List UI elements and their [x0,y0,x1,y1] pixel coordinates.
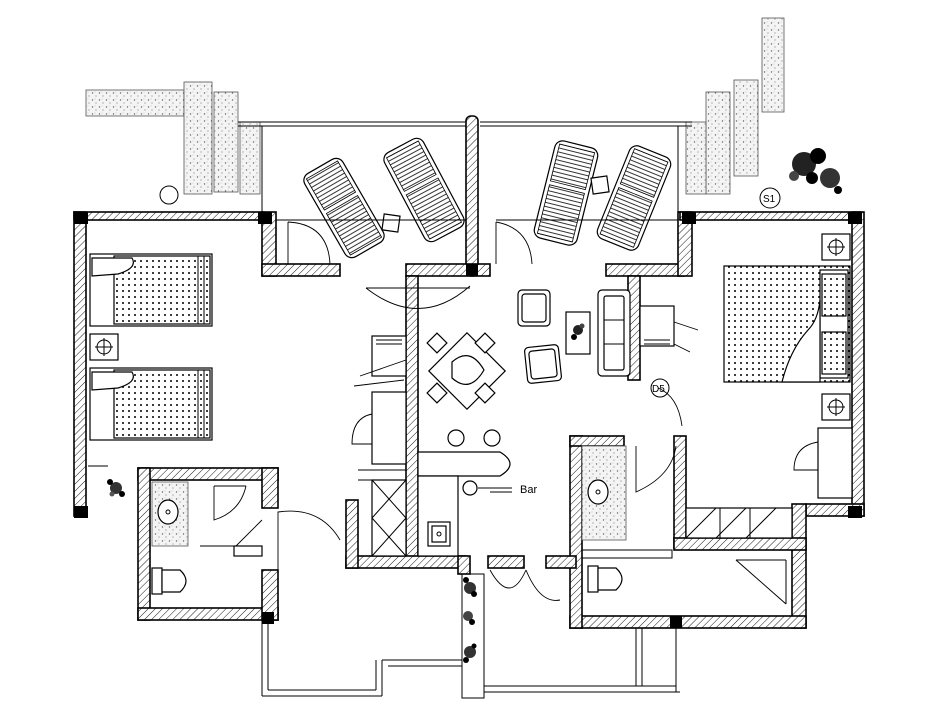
nightstand-lamp [89,333,119,361]
sun-lounger [596,145,672,251]
armchair [517,289,551,327]
site-tag-label: S1 [763,194,776,205]
kitchen-counter [371,479,407,557]
door-tag-label: D5 [652,384,665,395]
armchair [524,344,562,384]
sofa [597,289,631,377]
sun-lounger [533,140,599,246]
toilet [587,565,623,593]
desk [793,427,853,499]
exterior-walls [73,211,865,629]
side-table [590,175,610,195]
bed [723,265,851,383]
sun-lounger [303,157,385,259]
site-tag-marker [759,187,781,209]
bed [89,367,213,441]
bed [89,253,213,327]
coffee-table [565,311,591,355]
door-tag-marker [650,378,670,398]
garden-paving-stones [85,17,785,205]
potted-plant [463,577,477,663]
shower-tray [685,507,793,539]
wardrobe [639,305,699,353]
nightstand-lamp [821,393,851,421]
nightstand-lamp [821,233,851,261]
wash-basin [151,481,189,547]
toilet [151,567,187,595]
entrance-porch [261,620,680,697]
wash-basin [581,445,627,541]
side-table [381,213,401,233]
sun-lounger [383,137,465,243]
door-swings [277,221,683,601]
wardrobe [353,335,407,387]
bar-label: Bar [520,484,537,496]
potted-plant [107,479,125,497]
bar-counter [417,429,512,557]
garden-shrub [789,148,842,194]
dining-table [426,331,507,411]
structural-columns [74,212,862,628]
